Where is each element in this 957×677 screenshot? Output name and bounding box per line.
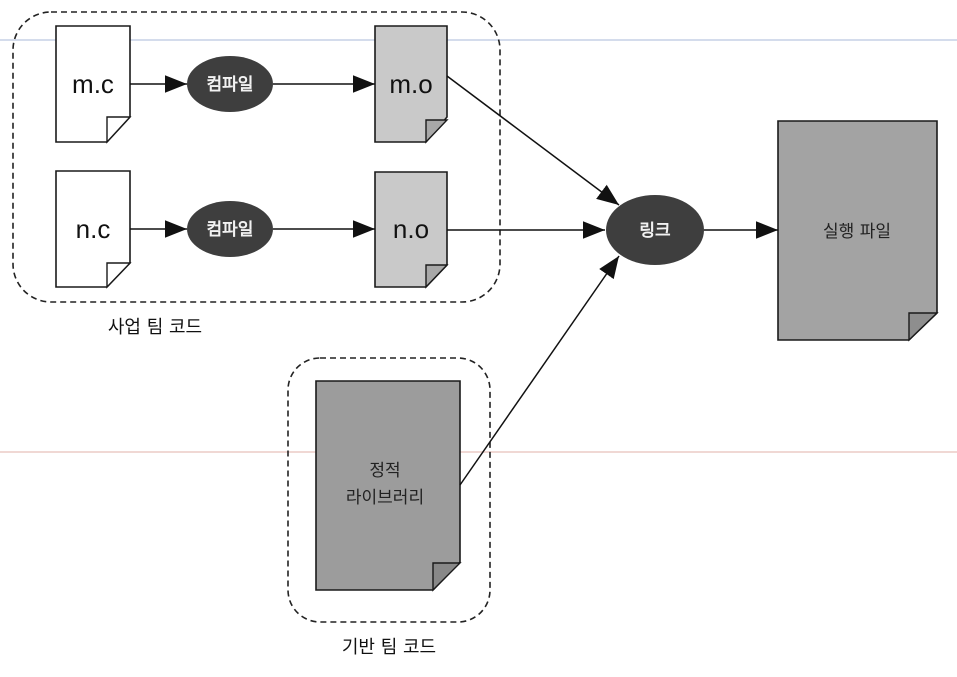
static-library-file: 정적 라이브러리 [315,380,462,592]
compile-process-1: 컴파일 [187,56,273,112]
process-label: 컴파일 [207,74,254,95]
infra-team-group-label: 기반 팀 코드 [342,637,436,658]
file-label: 실행 파일 [823,222,891,242]
source-file-n-c: n.c [55,170,132,289]
folded-corner [106,116,132,144]
process-node [606,195,704,265]
process-node [187,201,273,257]
source-file-m-c: m.c [55,25,132,144]
file-label: n.o [393,214,429,244]
object-file-n-o: n.o [374,171,449,289]
link-process: 링크 [606,195,704,265]
process-label: 링크 [639,221,671,241]
file-label-line-2: 라이브러리 [346,488,424,508]
file-label-line-1: 정적 [369,461,400,481]
process-node [187,56,273,112]
folded-corner [425,264,449,289]
process-label: 컴파일 [207,219,254,240]
file-label: n.c [76,214,111,244]
edge-m-o-to-link [446,75,620,206]
file-label: m.c [72,69,114,99]
folded-corner [908,312,939,342]
business-team-group-label: 사업 팀 코드 [108,317,202,338]
compile-process-2: 컴파일 [187,201,273,257]
document-icon [315,380,461,591]
object-file-m-o: m.o [374,25,449,144]
business-team-group-boundary [12,11,501,303]
folded-corner [432,562,462,592]
folded-corner [106,262,132,289]
file-label: m.o [389,69,432,99]
edge-library-to-link [459,255,620,486]
executable-file: 실행 파일 [777,120,939,342]
folded-corner [425,119,449,144]
